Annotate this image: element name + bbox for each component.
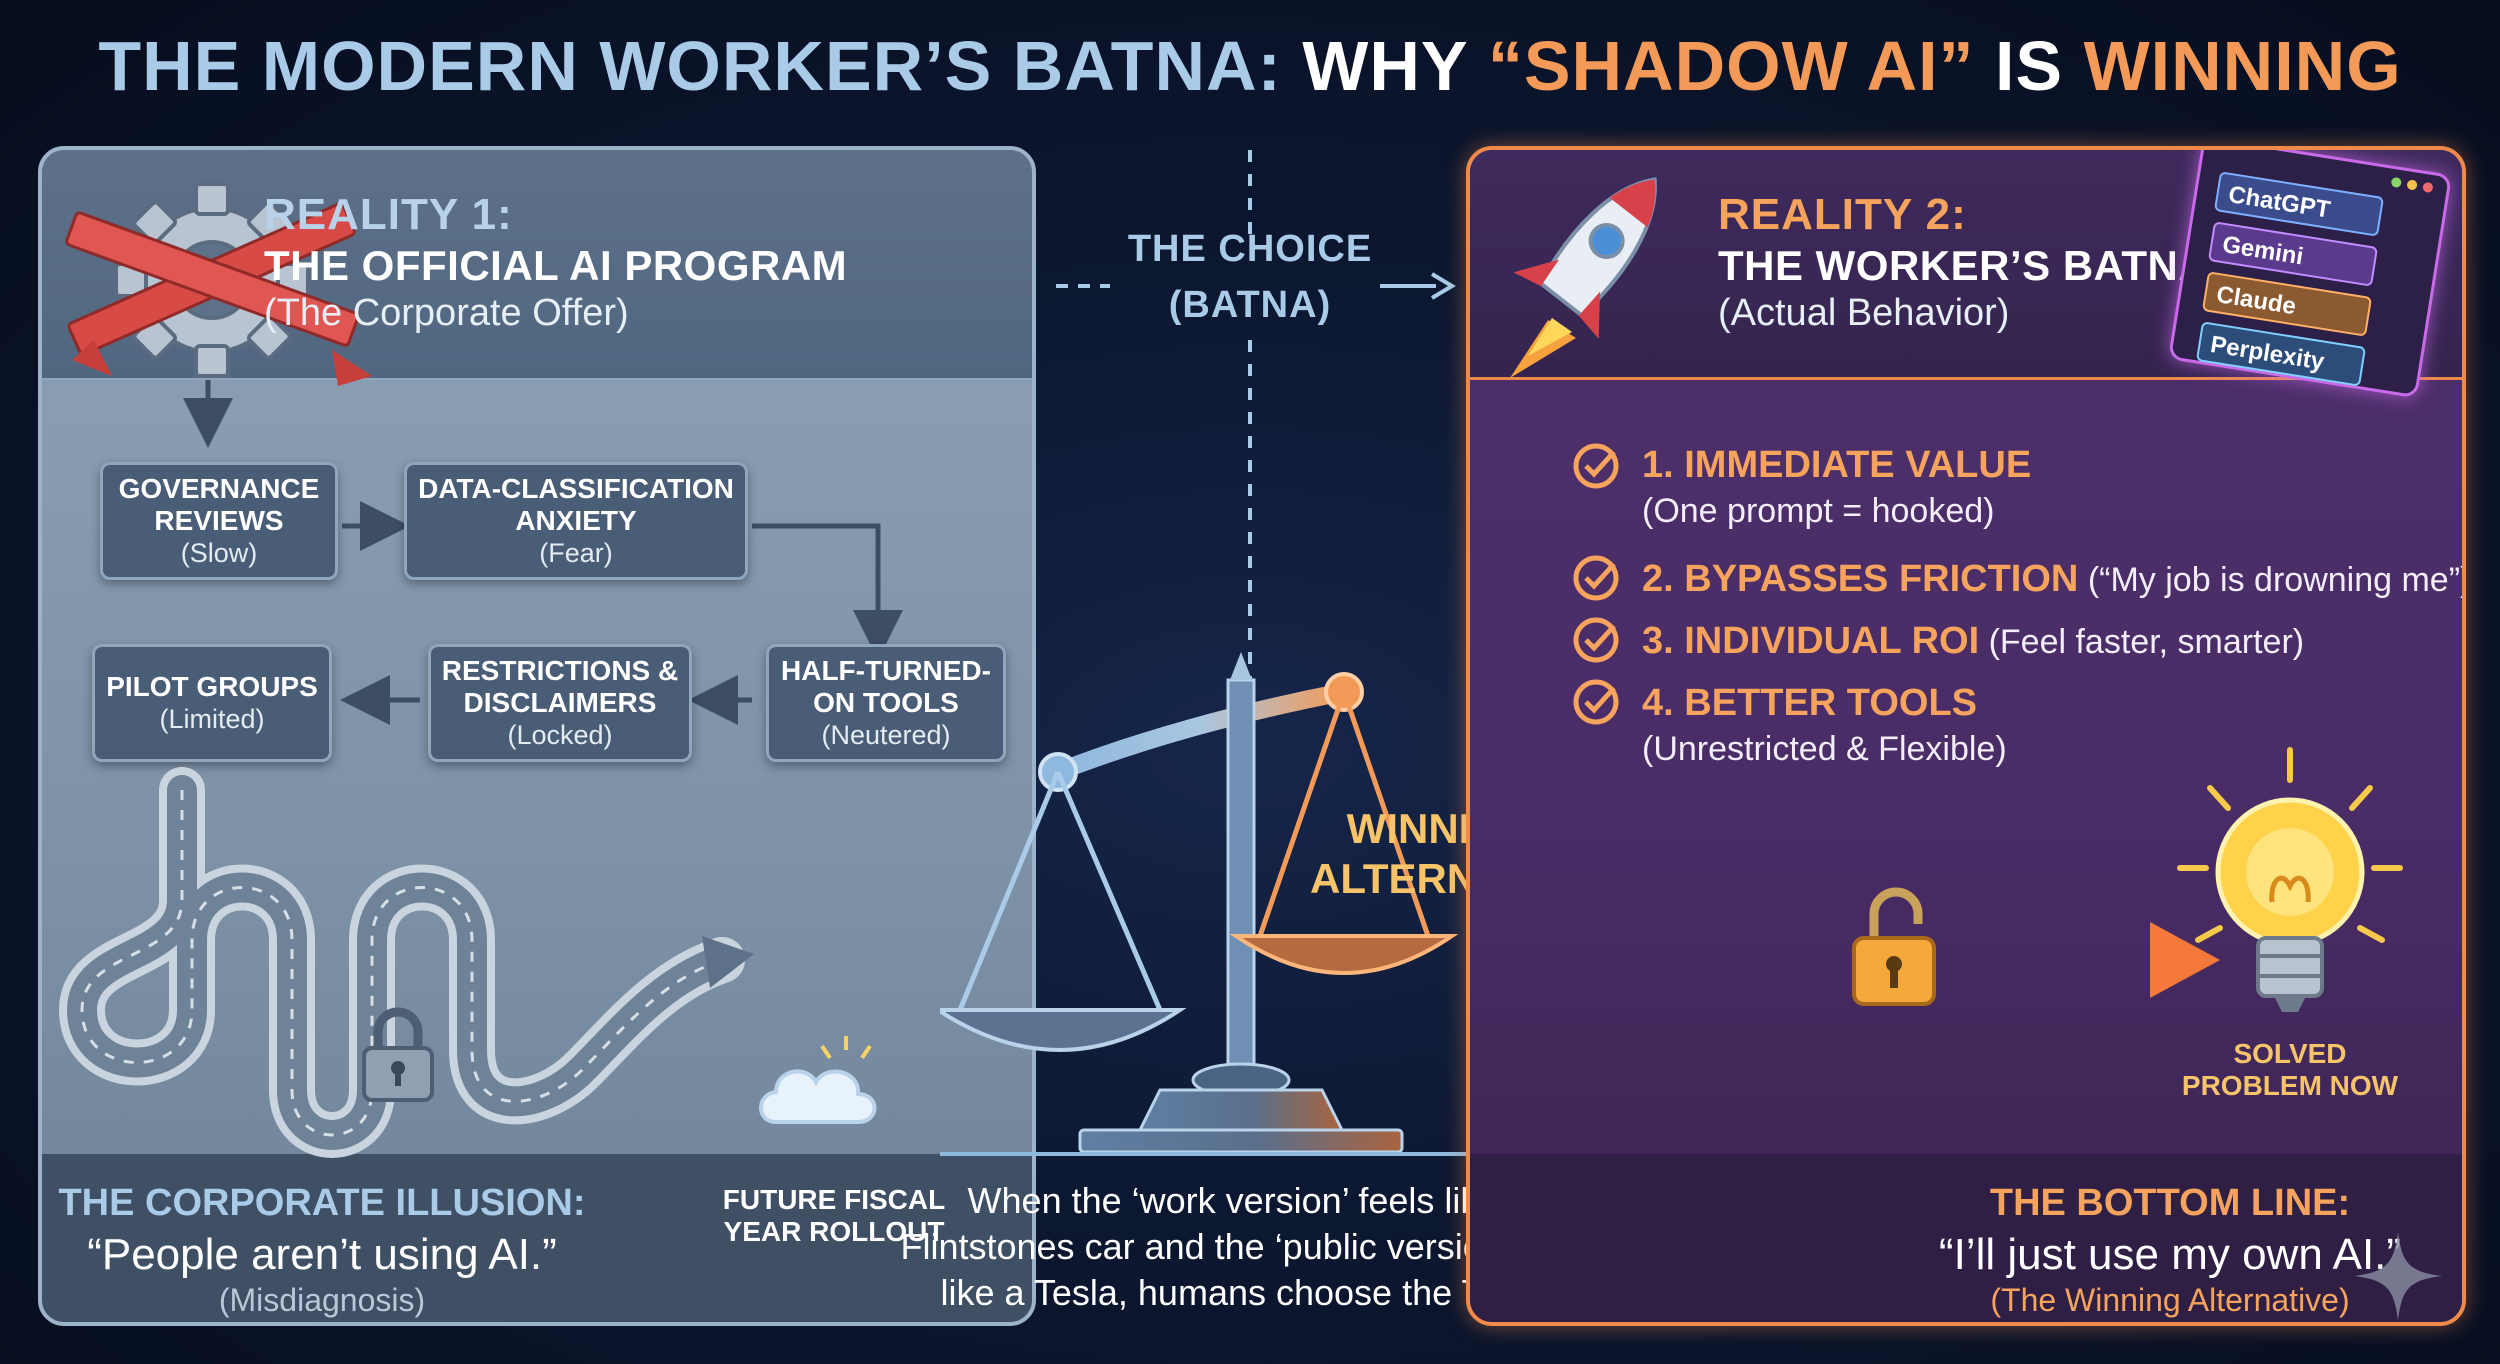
- lightbulb-icon: [2177, 747, 2403, 1012]
- choice-label: THE CHOICE: [1127, 228, 1373, 270]
- bottom-line-quote: “I’ll just use my own AI.”: [1938, 1230, 2402, 1279]
- left-reality-label: REALITY 1:: [264, 190, 513, 239]
- sparkle-icon: [2354, 1232, 2442, 1320]
- right-panel-footer: [1470, 1154, 2462, 1322]
- cloud-icon: [759, 1036, 877, 1124]
- right-reality-label: REALITY 2:: [1718, 190, 1967, 239]
- solution-arrow: [1540, 922, 2220, 998]
- benefit-better-tools-detail: (Unrestricted & Flexible): [1642, 730, 2007, 768]
- winding-road-icon: [58, 767, 754, 1158]
- step-restrictions-disclaimers: RESTRICTIONS & DISCLAIMERS (Locked): [428, 644, 692, 762]
- padlock-icon: [362, 1007, 434, 1102]
- step-governance-reviews: GOVERNANCE REVIEWS (Slow): [100, 462, 338, 580]
- right-panel-title: THE WORKER’S BATNA: [1718, 242, 2210, 289]
- step-half-turned-on-tools: HALF-TURNED- ON TOOLS (Neutered): [766, 644, 1006, 762]
- step-pilot-groups: PILOT GROUPS (Limited): [92, 644, 332, 762]
- future-rollout-label: FUTURE FISCAL YEAR ROLLOUT: [722, 1184, 946, 1247]
- benefit-bypasses-friction: 2. BYPASSES FRICTION (“My job is drownin…: [1642, 558, 2466, 600]
- left-panel-footer: [42, 1154, 1032, 1322]
- process-flow-arrows: [183, 380, 903, 725]
- open-padlock-icon: [1852, 887, 1936, 1006]
- benefit-immediate-value-detail: (One prompt = hooked): [1642, 492, 1995, 530]
- corporate-illusion-sub: (Misdiagnosis): [218, 1282, 426, 1318]
- worker-batna-panel: REALITY 2: THE WORKER’S BATNA (Actual Be…: [1466, 146, 2466, 1326]
- bottom-line-sub: (The Winning Alternative): [1990, 1282, 2350, 1318]
- step-data-classification-anxiety: DATA-CLASSIFICATION ANXIETY (Fear): [404, 462, 748, 580]
- benefit-immediate-value: 1. IMMEDIATE VALUE: [1642, 444, 2032, 486]
- bottom-line-heading: THE BOTTOM LINE:: [1989, 1182, 2351, 1224]
- left-panel-subtitle: (The Corporate Offer): [264, 292, 629, 334]
- corporate-illusion-quote: “People aren’t using AI.”: [87, 1230, 557, 1279]
- balance-scale-icon: [940, 652, 1580, 1156]
- blocked-gear-icon: [65, 182, 372, 386]
- left-panel-title: THE OFFICIAL AI PROGRAM: [264, 242, 848, 289]
- checkmark-icons: [1573, 443, 1619, 725]
- solved-problem-label: SOLVED PROBLEM NOW: [2181, 1038, 2399, 1101]
- benefit-individual-roi: 3. INDIVIDUAL ROI (Feel faster, smarter): [1642, 620, 2305, 662]
- right-panel-subtitle: (Actual Behavior): [1718, 292, 2010, 334]
- benefit-better-tools: 4. BETTER TOOLS: [1642, 682, 1978, 724]
- corporate-illusion-heading: THE CORPORATE ILLUSION:: [58, 1182, 586, 1224]
- choice-sub-label: (BATNA): [1168, 284, 1332, 326]
- official-ai-panel: REALITY 1: THE OFFICIAL AI PROGRAM (The …: [38, 146, 1036, 1326]
- page-title: THE MODERN WORKER’S BATNA: WHY “SHADOW A…: [98, 27, 2402, 105]
- middle-divider: [1056, 150, 1456, 690]
- rocket-icon: [1510, 177, 1657, 378]
